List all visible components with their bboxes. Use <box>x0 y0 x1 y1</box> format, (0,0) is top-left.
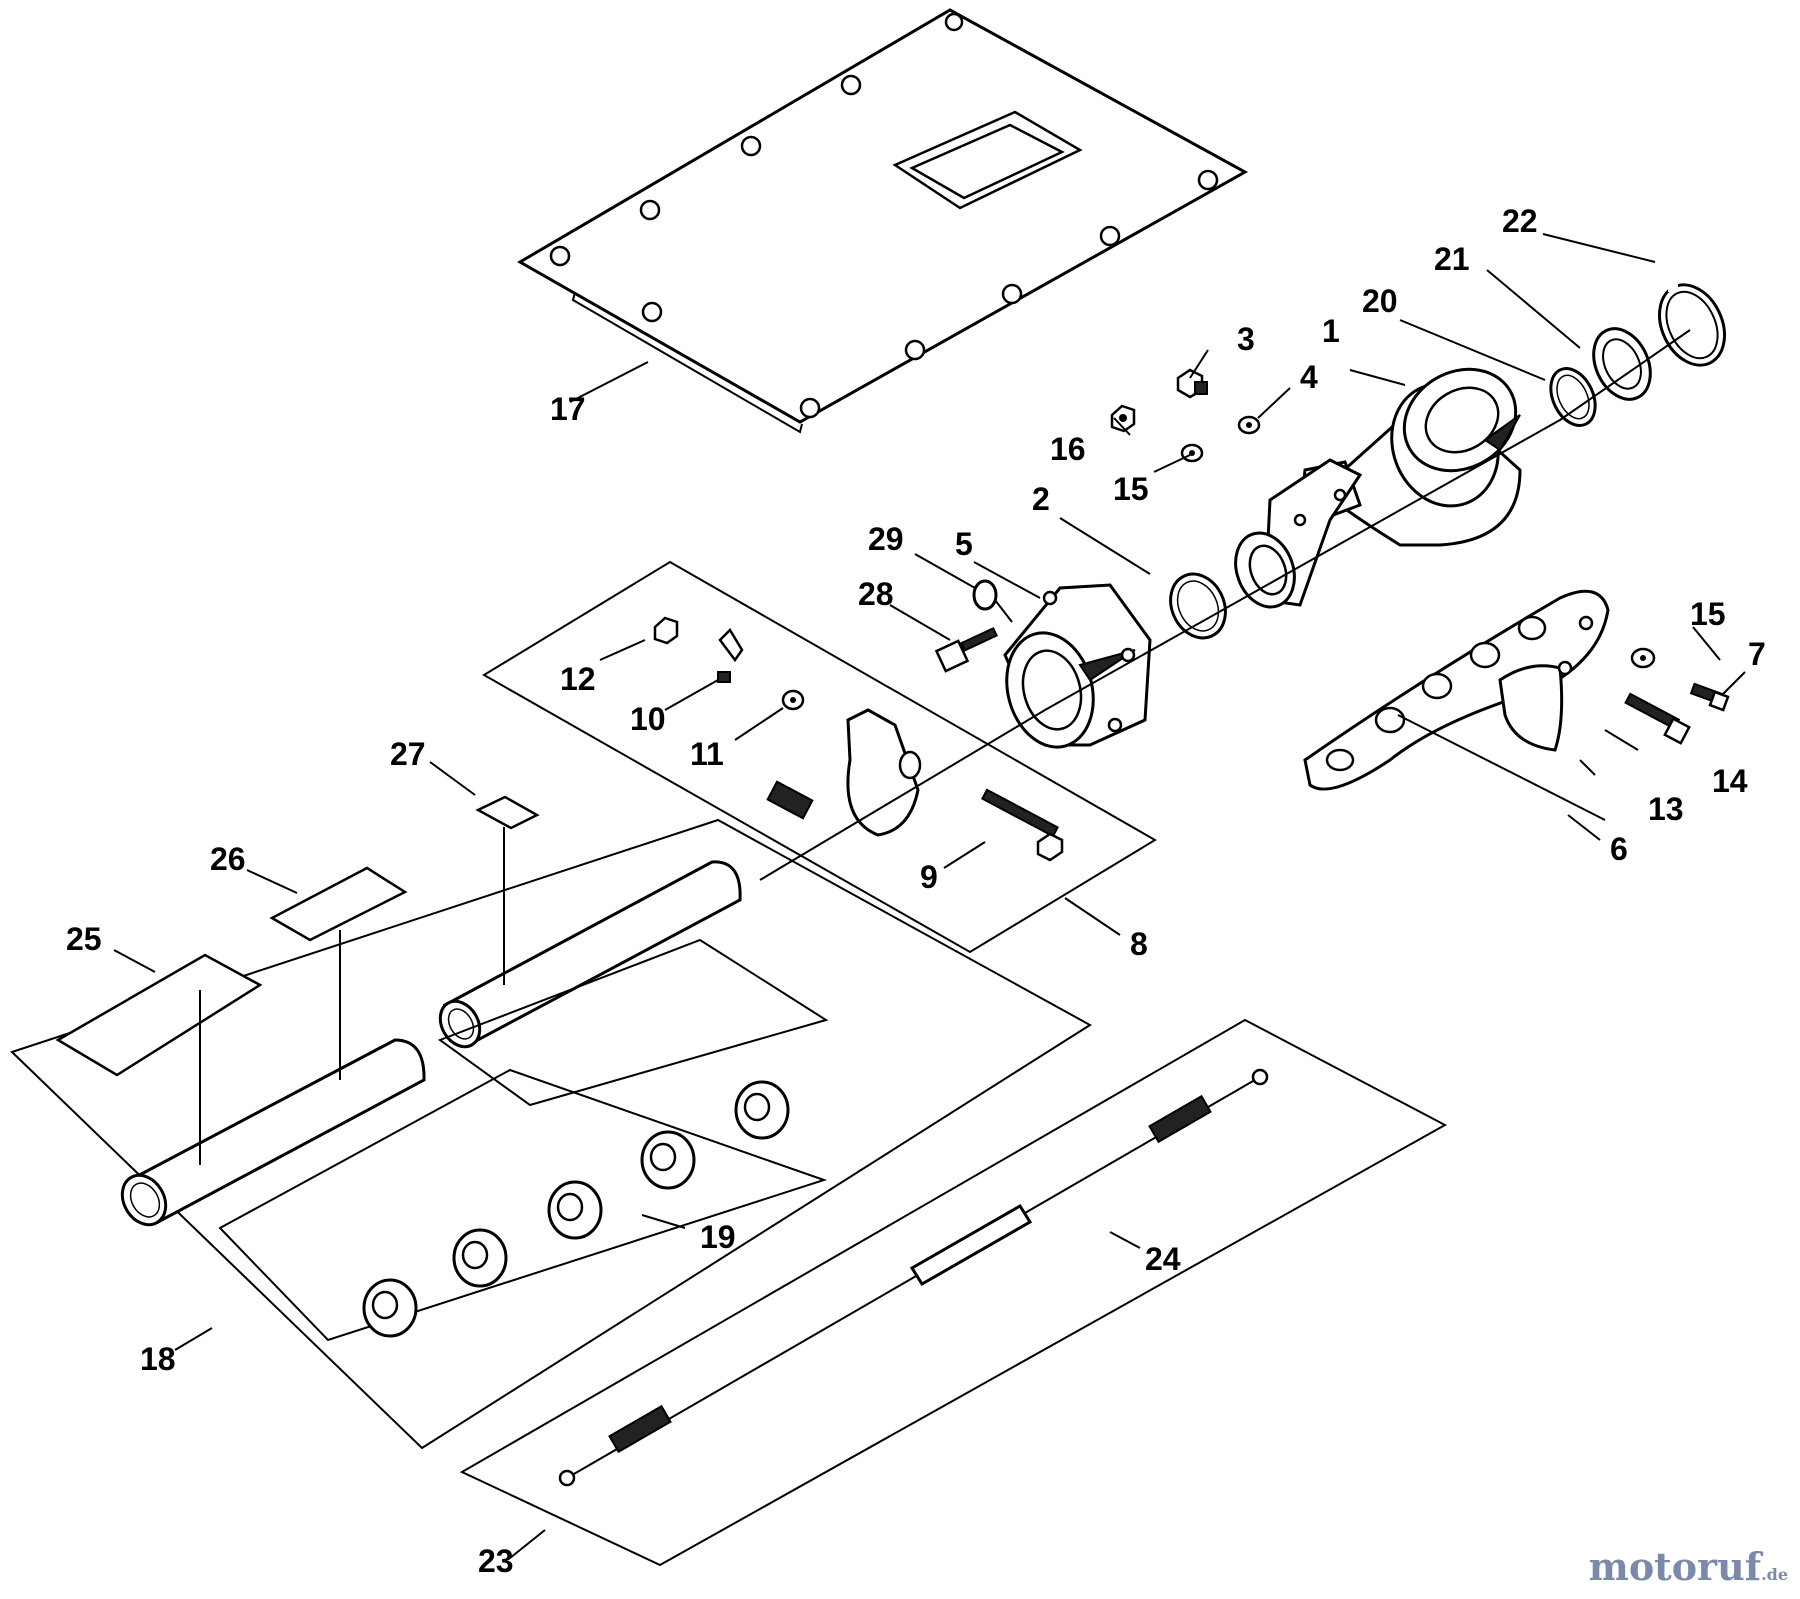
part-label-25: 25 <box>66 921 102 957</box>
screw-part-14 <box>1624 692 1691 745</box>
cover-plate-part-17 <box>517 8 1249 434</box>
part-label-21: 21 <box>1434 241 1470 277</box>
part-label-24: 24 <box>1145 1241 1181 1277</box>
part-label-11: 11 <box>690 736 724 772</box>
part-label-6: 6 <box>1610 831 1628 867</box>
cone-housing-part-5 <box>1003 583 1152 749</box>
part-label-28: 28 <box>858 576 894 612</box>
wing-nut-part-10 <box>717 627 744 683</box>
leader-lines <box>113 233 1746 1559</box>
part-label-10: 10 <box>630 701 666 737</box>
shaft-kit-box-part-23 <box>459 1018 1448 1567</box>
part-label-26: 26 <box>210 841 246 877</box>
part-label-16: 16 <box>1050 431 1086 467</box>
part-label-9: 9 <box>920 859 938 895</box>
washer-part-4 <box>1237 415 1261 435</box>
part-label-15a: 15 <box>1113 471 1149 507</box>
spring-clip-part-29 <box>972 579 1013 623</box>
part-label-20: 20 <box>1362 283 1398 319</box>
tube-kit-box-part-18 <box>10 818 1092 1450</box>
part-label-2: 2 <box>1032 481 1050 517</box>
decal-part-25 <box>55 953 263 1077</box>
bushing-set-box-part-19 <box>218 938 829 1342</box>
screw-part-7 <box>1689 682 1730 712</box>
nut-part-16 <box>1110 404 1136 433</box>
nut-part-12 <box>653 616 679 645</box>
part-label-12: 12 <box>560 661 596 697</box>
washer-part-15-upper <box>1180 443 1204 463</box>
watermark-brand: motoruf <box>1588 1544 1762 1589</box>
support-arm-part-6 <box>1303 589 1610 791</box>
part-label-8: 8 <box>1130 926 1148 962</box>
watermark-logo: motoruf.de <box>1589 1544 1788 1589</box>
tube-lower <box>120 1038 426 1227</box>
circlip-part-22 <box>1658 280 1726 367</box>
part-label-19: 19 <box>700 1219 736 1255</box>
part-label-18: 18 <box>140 1341 176 1377</box>
part-label-7: 7 <box>1748 636 1766 672</box>
part-label-13: 13 <box>1648 791 1684 827</box>
bushings-part-19 <box>362 1080 790 1338</box>
washer-part-21 <box>1592 327 1652 401</box>
clamp-bracket <box>1234 458 1363 609</box>
part-label-3: 3 <box>1237 321 1255 357</box>
watermark-tld: .de <box>1761 1565 1788 1584</box>
part-label-29: 29 <box>868 521 904 557</box>
decal-part-27 <box>475 795 540 830</box>
screw-part-28 <box>934 626 999 673</box>
washer-part-11 <box>781 689 805 711</box>
part-label-1: 1 <box>1322 313 1340 349</box>
part-label-27: 27 <box>390 736 426 772</box>
handle-part-13 <box>1498 660 1573 752</box>
bolt-part-9 <box>980 788 1064 862</box>
part-label-15b: 15 <box>1690 596 1726 632</box>
snap-ring-part-20 <box>1549 367 1597 427</box>
part-label-17: 17 <box>550 391 586 427</box>
part-labels: 17 1 2 3 4 5 29 28 16 15 22 21 20 15 7 1… <box>66 203 1766 1579</box>
drive-shaft-part-24 <box>558 1068 1269 1487</box>
decal-part-26 <box>269 866 408 942</box>
part-label-23: 23 <box>478 1543 514 1579</box>
clamp-part-8 <box>766 708 922 837</box>
gear-housing-part-1 <box>1301 367 1522 547</box>
bolt-part-3 <box>1176 368 1208 399</box>
part-label-14: 14 <box>1712 763 1748 799</box>
clamp-kit-box-part-8 <box>482 560 1157 954</box>
washer-part-15-lower <box>1630 647 1656 669</box>
part-label-22: 22 <box>1502 203 1538 239</box>
part-label-4: 4 <box>1300 359 1318 395</box>
o-ring-part-2 <box>1169 572 1227 640</box>
part-label-5: 5 <box>955 526 973 562</box>
